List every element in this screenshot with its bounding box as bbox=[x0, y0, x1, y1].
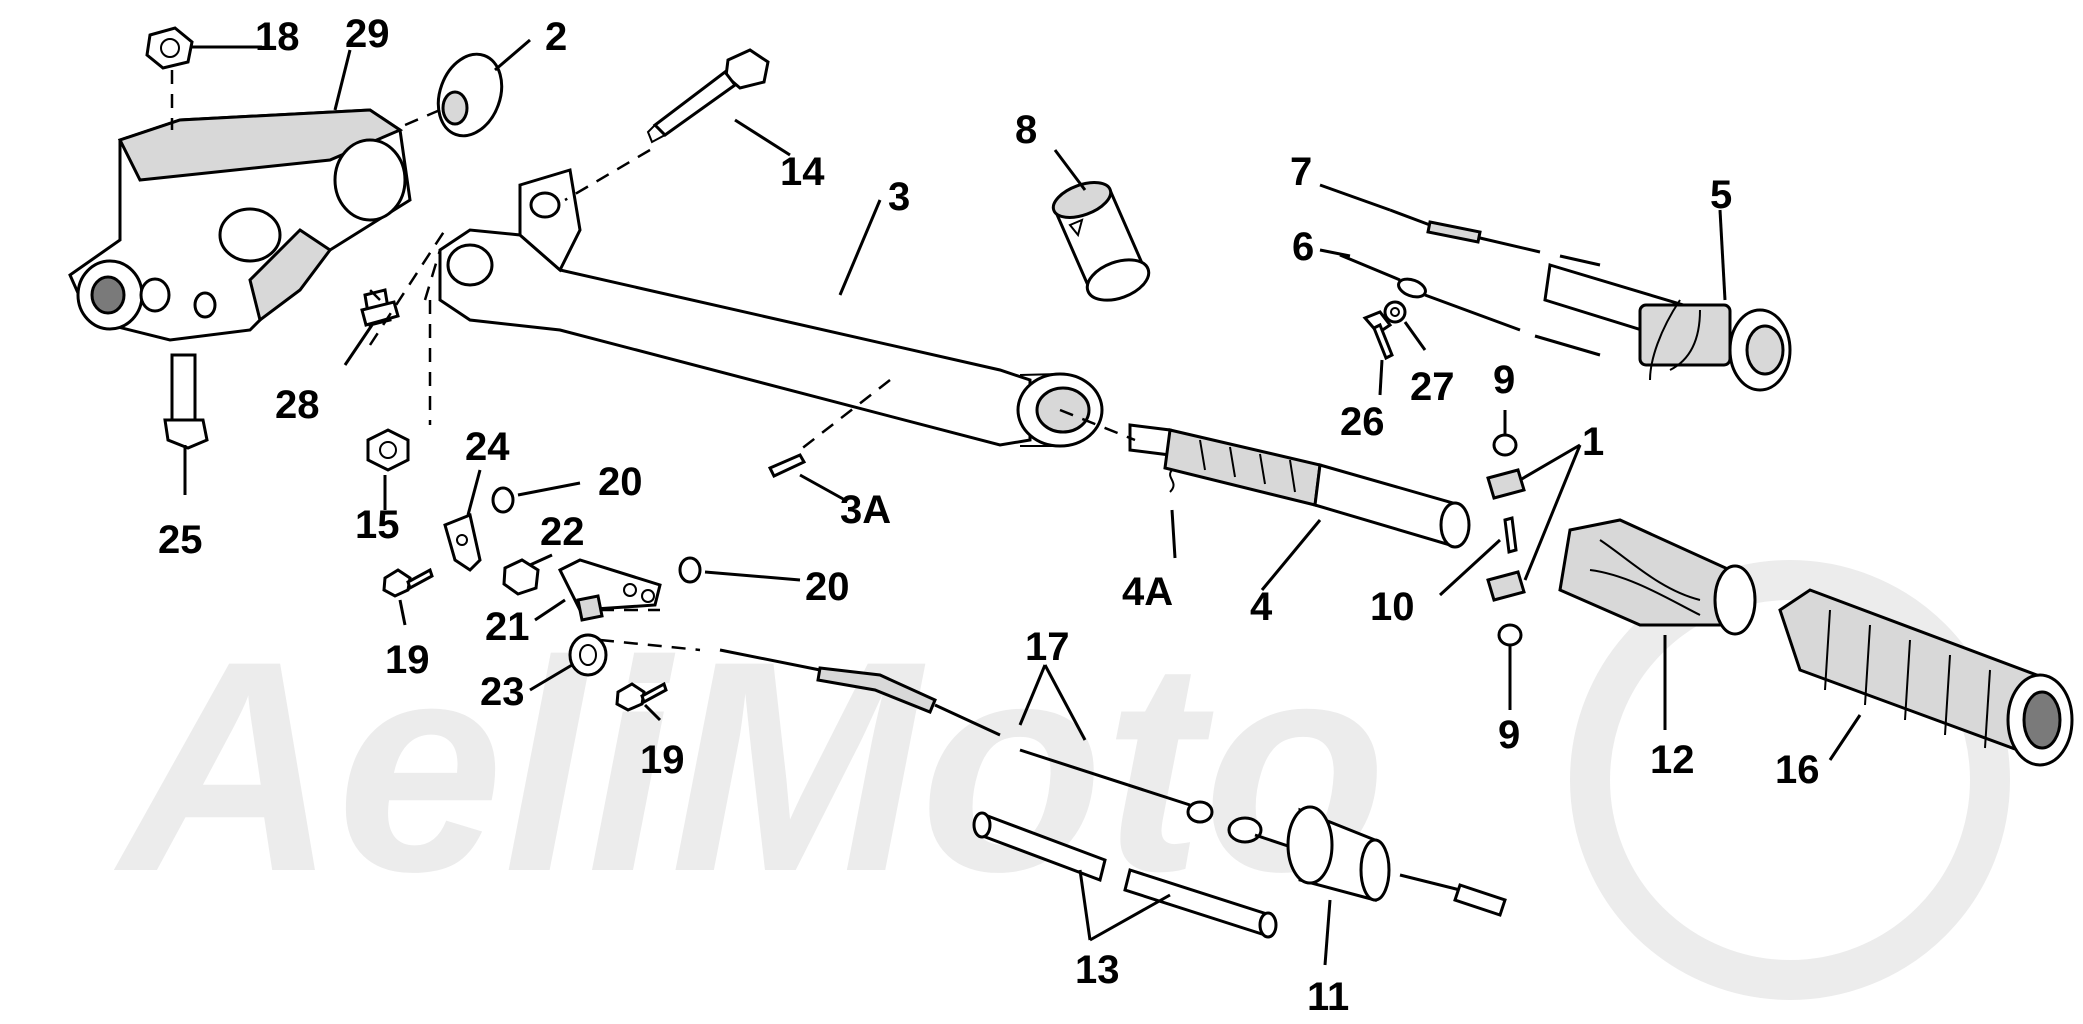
part-1-block-top bbox=[1486, 468, 1526, 500]
callout-16: 16 bbox=[1775, 748, 1820, 792]
callout-7: 7 bbox=[1290, 150, 1312, 194]
callout-13: 13 bbox=[1075, 948, 1120, 992]
part-25-bolt bbox=[163, 353, 209, 450]
callout-4: 4 bbox=[1250, 585, 1273, 629]
part-4-throttle-tube bbox=[1128, 423, 1471, 549]
callout-3a: 3A bbox=[840, 488, 891, 532]
part-17-cable-upper bbox=[719, 648, 1001, 737]
part-6-ground-wire bbox=[1339, 253, 1601, 357]
callout-10: 10 bbox=[1370, 585, 1415, 629]
part-8-sleeve bbox=[1051, 181, 1151, 302]
part-1-block-bottom bbox=[1486, 570, 1526, 602]
callout-28: 28 bbox=[275, 383, 320, 427]
part-19-screw-b bbox=[615, 681, 668, 712]
part-20-washer-a bbox=[491, 486, 515, 514]
part-27-washer bbox=[1383, 300, 1407, 324]
callout-8: 8 bbox=[1015, 108, 1037, 152]
part-11-cable-boot bbox=[1286, 805, 1391, 902]
part-14-bolt bbox=[646, 48, 770, 144]
callout-9-upper: 9 bbox=[1493, 358, 1515, 402]
callout-3: 3 bbox=[888, 175, 910, 219]
part-19-screw-a bbox=[382, 567, 434, 598]
part-16-grip bbox=[1778, 588, 2074, 767]
callout-4a: 4A bbox=[1122, 570, 1173, 614]
part-3a-pin bbox=[767, 453, 807, 478]
watermark-wheel bbox=[1570, 560, 2010, 1000]
callout-23: 23 bbox=[480, 670, 525, 714]
callout-19-right: 19 bbox=[640, 738, 685, 782]
part-9-cap-bottom bbox=[1497, 623, 1523, 647]
part-13-sleeve-upper bbox=[972, 811, 1107, 882]
callout-17: 17 bbox=[1025, 625, 1070, 669]
part-18-nut bbox=[145, 26, 194, 70]
part-3-lever-body bbox=[438, 168, 1104, 448]
part-24-bracket bbox=[443, 512, 482, 572]
callout-20-lower: 20 bbox=[805, 565, 850, 609]
part-23-knurled-nut bbox=[568, 633, 608, 677]
watermark: AeliMoto bbox=[111, 560, 2010, 1000]
part-9-cap-top bbox=[1492, 433, 1518, 457]
callout-25: 25 bbox=[158, 518, 203, 562]
callout-22: 22 bbox=[540, 510, 585, 554]
callout-6: 6 bbox=[1292, 225, 1314, 269]
callout-18: 18 bbox=[255, 15, 300, 59]
part-2-washer bbox=[436, 52, 504, 138]
callout-14: 14 bbox=[780, 150, 825, 194]
part-17-cable-lower bbox=[1019, 748, 1507, 917]
part-20-washer-b bbox=[678, 556, 702, 584]
callout-labels: 18 29 2 14 3 8 7 5 6 27 26 28 25 15 24 2… bbox=[158, 12, 1820, 1019]
callout-19-left: 19 bbox=[385, 638, 430, 682]
part-5-switch bbox=[1543, 263, 1792, 392]
callout-2: 2 bbox=[545, 15, 567, 59]
callout-21: 21 bbox=[485, 605, 530, 649]
callout-27: 27 bbox=[1410, 365, 1455, 409]
part-26-screw bbox=[1362, 310, 1394, 361]
callout-12: 12 bbox=[1650, 738, 1695, 782]
part-21-adjuster-bracket bbox=[557, 558, 662, 622]
leader-lines bbox=[170, 38, 1862, 966]
part-29-clamp-housing bbox=[68, 108, 412, 342]
callout-11: 11 bbox=[1307, 975, 1349, 1019]
callout-24: 24 bbox=[465, 425, 510, 469]
part-28-grease-fitting bbox=[360, 288, 400, 327]
callout-15: 15 bbox=[355, 503, 400, 547]
part-15-nut bbox=[366, 428, 410, 472]
callout-1: 1 bbox=[1582, 420, 1604, 464]
watermark-text: AeliMoto bbox=[111, 598, 1387, 934]
part-22-nut bbox=[502, 558, 540, 596]
callout-9-lower: 9 bbox=[1498, 713, 1520, 757]
callout-29: 29 bbox=[345, 12, 390, 56]
part-10-pin bbox=[1503, 516, 1518, 554]
part-13-sleeve-lower bbox=[1123, 868, 1278, 939]
part-7-wire bbox=[1389, 208, 1601, 267]
part-4a-spring bbox=[1169, 469, 1175, 493]
callout-26: 26 bbox=[1340, 400, 1385, 444]
callout-5: 5 bbox=[1710, 173, 1732, 217]
part-12-grip-sleeve bbox=[1558, 518, 1757, 636]
callout-20-upper: 20 bbox=[598, 460, 643, 504]
